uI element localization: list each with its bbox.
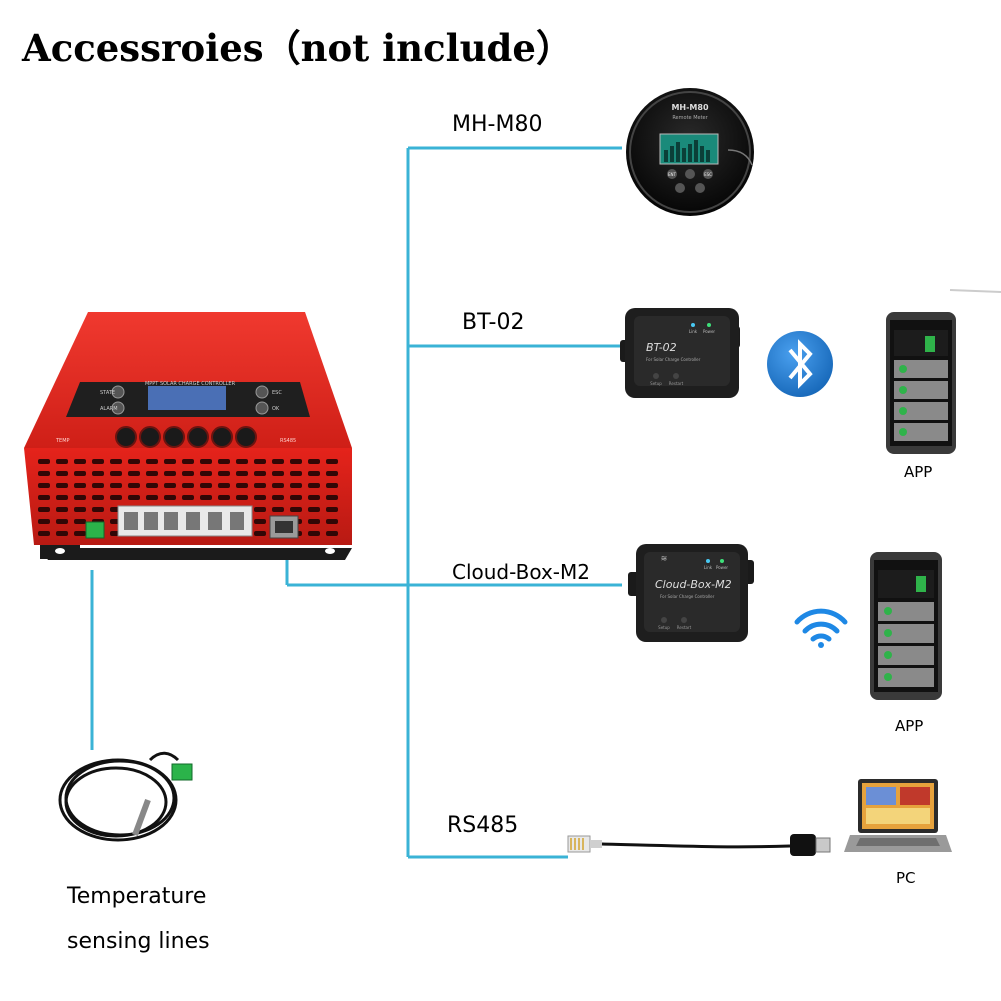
temp-connector [85, 521, 105, 539]
cloud-wifi-mini-icon: ≋ [661, 554, 668, 563]
label-app-1: APP [904, 463, 933, 481]
label-rs485: RS485 [447, 813, 519, 838]
wifi-icon [794, 608, 848, 648]
meter-sub-text: Remote Meter [672, 115, 708, 121]
cloud-brand-text: Cloud-Box-M2 [655, 578, 732, 591]
cloud-led2-text: Power [716, 565, 728, 570]
cloud-setup-text: Setup [658, 625, 670, 630]
meter-brand-text: MH-M80 [671, 103, 709, 112]
bt-led1-text: Link [689, 329, 698, 334]
label-pc: PC [896, 869, 916, 887]
terminal-knobs [115, 426, 257, 448]
cloud-sub-text: For Solar Charge Controller [660, 594, 715, 599]
alarm-text: ALARM [100, 406, 118, 412]
meter-esc-text: ESC [704, 172, 712, 177]
bluetooth-icon [767, 331, 833, 397]
label-temperature-line1: Temperature [67, 884, 207, 909]
temp-port-text: TEMP [55, 438, 70, 444]
pc-laptop-icon [844, 779, 952, 852]
ok-button [255, 401, 269, 415]
label-mh-m80: MH-M80 [452, 112, 543, 137]
cloud-restart-text: Restart [677, 625, 692, 630]
meter-ent-text: ENT [668, 172, 677, 177]
bt-sub-text: For Solar Charge Controller [646, 357, 701, 362]
cloud-led1-text: Link [704, 565, 713, 570]
rs485-cable [567, 834, 831, 856]
bt-led2-text: Power [703, 329, 715, 334]
temp-sensor-plug [171, 763, 193, 781]
mh-m80-device: MH-M80 Remote Meter ENT ESC [626, 88, 754, 216]
label-app-2: APP [895, 717, 924, 735]
bt-brand-text: BT-02 [646, 341, 677, 354]
alarm-button [111, 401, 125, 415]
status-button [111, 385, 125, 399]
panel-title: MPPT SOLAR CHARGE CONTROLLER [145, 381, 236, 387]
charge-controller: MPPT SOLAR CHARGE CONTROLLER STATE ALARM… [24, 312, 352, 560]
esc-text: ESC [272, 390, 282, 396]
ok-text: OK [272, 406, 280, 412]
label-bt-02: BT-02 [462, 310, 525, 335]
cloud-box-device: ≋ Link Power Cloud-Box-M2 For Solar Char… [628, 544, 754, 642]
app-phone-2 [870, 552, 942, 700]
status-text: STATE [100, 390, 115, 396]
esc-button [255, 385, 269, 399]
temperature-sensor-cable [58, 751, 180, 842]
lcd-screen [148, 386, 226, 410]
app-phone-1 [886, 312, 956, 454]
label-cloud-box-m2: Cloud-Box-M2 [452, 560, 591, 584]
connector-lines [90, 146, 622, 859]
bt-02-device: Link Power BT-02 For Solar Charge Contro… [620, 308, 740, 398]
bt-setup-text: Setup [650, 381, 662, 386]
page-title: Accessroies（not include） [22, 26, 573, 70]
terminal-block [117, 505, 253, 537]
bt-restart-text: Restart [669, 381, 684, 386]
rs485-port-text: RS485 [280, 438, 296, 444]
label-temperature-line2: sensing lines [67, 929, 210, 954]
